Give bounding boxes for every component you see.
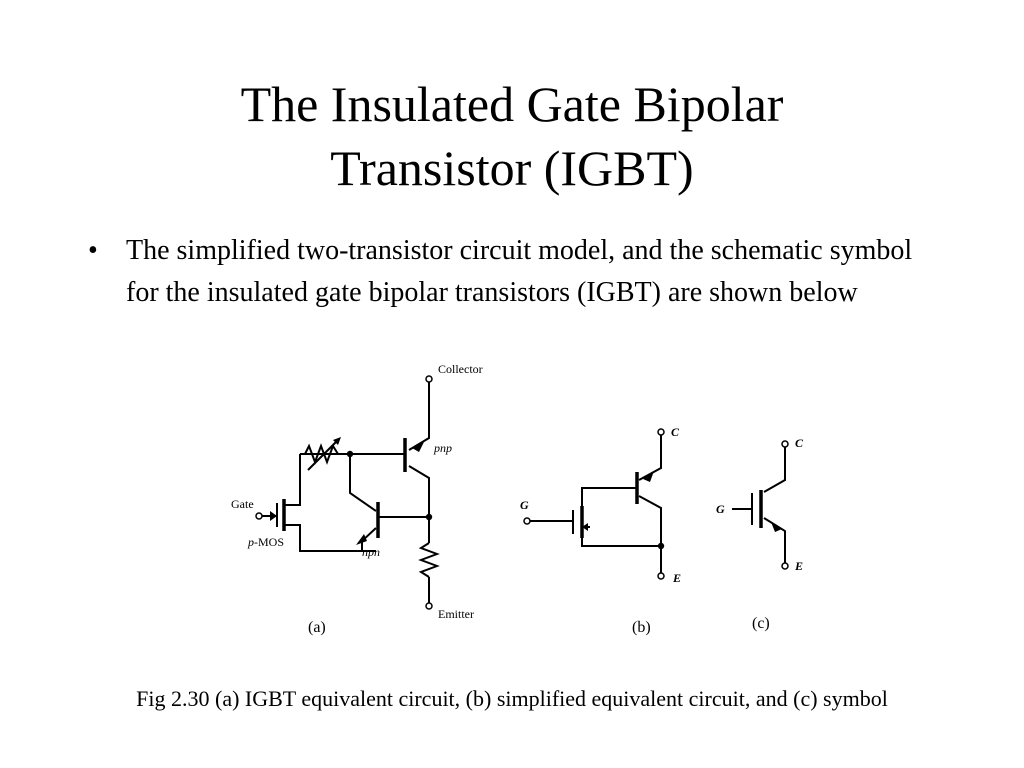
gate-terminal-a: [255, 512, 263, 520]
emitter-label-b: E: [672, 571, 681, 585]
title-line-2: Transistor (IGBT): [330, 140, 694, 196]
collector-label-a: Collector: [438, 362, 483, 376]
npn-arrow: [356, 534, 367, 545]
pnp-label: pnp: [433, 441, 452, 455]
panel-label-c: (c): [752, 615, 770, 632]
pnp-arrow: [412, 442, 424, 452]
gate-label-b: G: [520, 498, 529, 512]
circuit-a-equivalent: Collector pnp Gate p-MOS: [231, 362, 483, 621]
pnp-arrow-b: [643, 471, 654, 482]
circuit-b-simplified: C G E: [520, 425, 681, 585]
collector-terminal-b: [657, 428, 665, 436]
gate-label-a: Gate: [231, 497, 254, 511]
pmos-transistor: [255, 499, 286, 531]
collector-terminal-a: [425, 375, 433, 383]
title-line-1: The Insulated Gate Bipolar: [240, 76, 784, 132]
igbt-arrow-c: [771, 522, 782, 532]
pmos-label-suffix: -MOS: [254, 535, 284, 549]
pmos-label: p-MOS: [247, 535, 284, 549]
bjt-base-wire-b: [581, 487, 637, 512]
pmos-source-wire: [284, 524, 376, 552]
npn-transistor: [349, 454, 429, 551]
bullet-text: The simplified two-transistor circuit mo…: [126, 235, 913, 308]
pmos-label-prefix: p: [247, 535, 254, 549]
gate-label-c: G: [716, 502, 725, 516]
panel-label-b: (b): [632, 619, 651, 636]
panel-label-a: (a): [308, 619, 326, 636]
emitter-terminal-b: [657, 572, 665, 580]
emitter-resistor: [418, 542, 440, 578]
gate-terminal-b: [523, 517, 531, 525]
pmos-drain-wire: [284, 454, 301, 506]
circuit-c-symbol: C G E: [716, 436, 804, 573]
emitter-terminal-c: [781, 562, 789, 570]
bullet-marker: •: [88, 235, 98, 266]
collector-terminal-c: [781, 440, 789, 448]
collector-wire-a: [408, 382, 430, 451]
emitter-terminal-a: [425, 602, 433, 610]
slide-title: The Insulated Gate Bipolar Transistor (I…: [0, 72, 1024, 200]
emitter-label-c: E: [794, 559, 803, 573]
collector-label-c: C: [795, 436, 804, 450]
npn-label: npn: [362, 545, 380, 559]
pnp-transistor: [403, 438, 430, 517]
collector-label-b: C: [671, 425, 680, 439]
pmos-arrow: [270, 511, 277, 521]
emitter-label-a: Emitter: [438, 607, 474, 621]
figure-caption: Fig 2.30 (a) IGBT equivalent circuit, (b…: [136, 686, 888, 711]
